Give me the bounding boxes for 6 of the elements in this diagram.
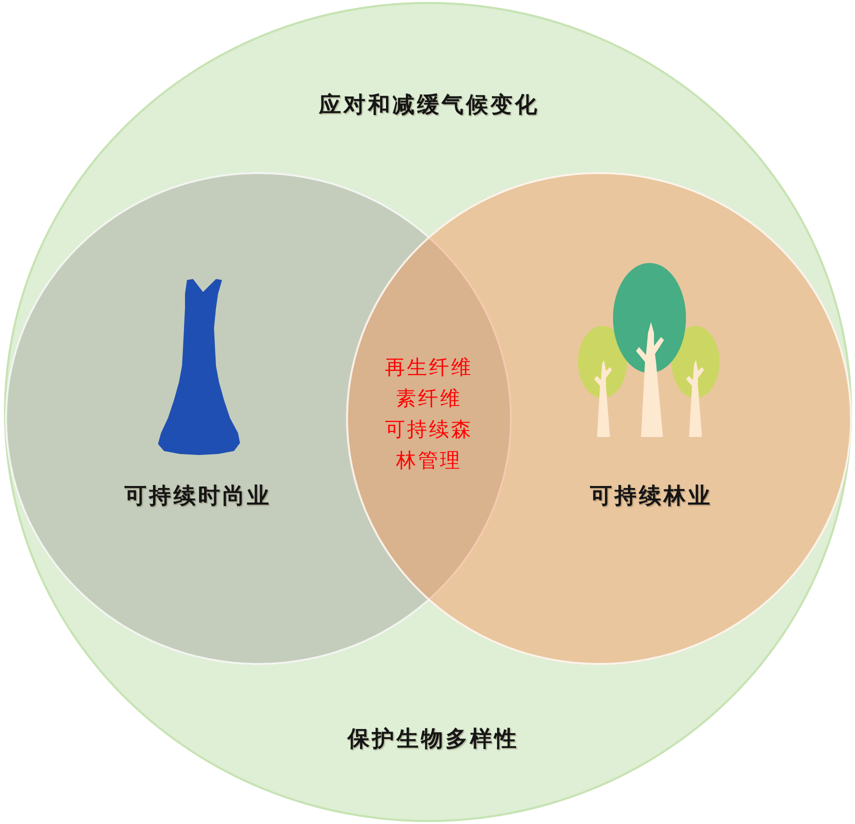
circle-label: 可持续时尚业	[124, 484, 272, 510]
circle-label: 可持续林业	[590, 484, 712, 510]
circle-label: 保护生物多样性	[347, 727, 519, 753]
overlap-label: 可持续森林管理	[384, 416, 474, 474]
overlap-label: 再生纤维素纤维	[384, 354, 474, 412]
circle-label: 应对和减缓气候变化	[318, 93, 540, 119]
